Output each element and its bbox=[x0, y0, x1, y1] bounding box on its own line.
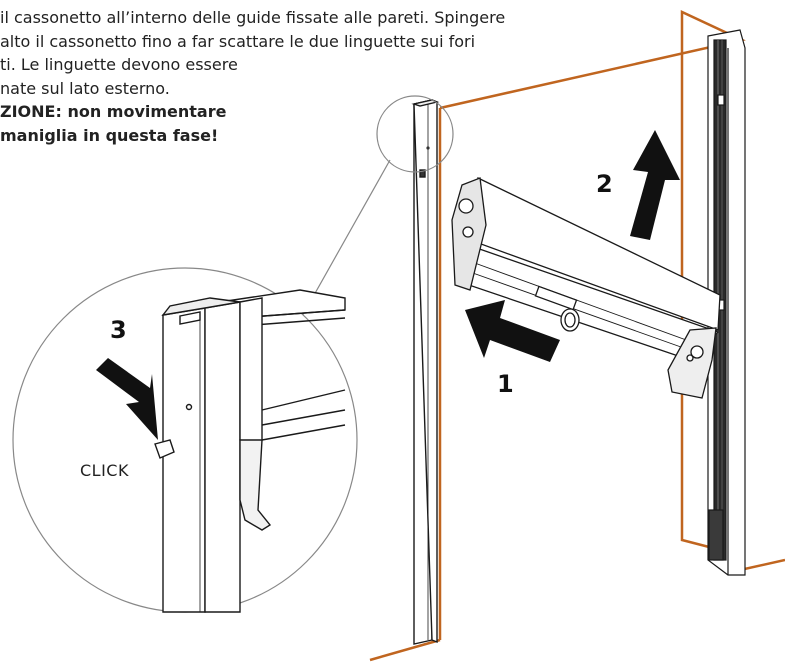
step-1-label: 1 bbox=[497, 370, 514, 398]
warning-line-1: ZIONE: non movimentare bbox=[0, 102, 227, 121]
detail-rail-closeup bbox=[154, 289, 346, 613]
instruction-line-1: il cassonetto all’interno delle guide fi… bbox=[0, 8, 506, 27]
warning-line-2: maniglia in questa fase! bbox=[0, 125, 219, 145]
click-label: CLICK bbox=[80, 461, 129, 480]
cassette-box bbox=[451, 177, 721, 399]
instruction-line-2: alto il cassonetto fino a far scattare l… bbox=[0, 31, 476, 51]
instruction-line-4: nate sul lato esterno. bbox=[0, 78, 170, 98]
instruction-line-3: ti. Le linguette devono essere bbox=[0, 55, 238, 74]
detail-source-circle bbox=[376, 95, 454, 173]
arrow-step-1 bbox=[465, 300, 560, 362]
step-2-label: 2 bbox=[596, 170, 613, 198]
arrow-step-2 bbox=[630, 130, 680, 240]
instruction-text: il cassonetto all’interno delle guide fi… bbox=[0, 6, 680, 147]
arrow-step-3 bbox=[96, 358, 158, 440]
step-3-label: 3 bbox=[110, 316, 127, 344]
left-guide-rail bbox=[411, 99, 440, 645]
detail-callout bbox=[12, 95, 454, 613]
wall-opening-outline bbox=[369, 10, 785, 662]
